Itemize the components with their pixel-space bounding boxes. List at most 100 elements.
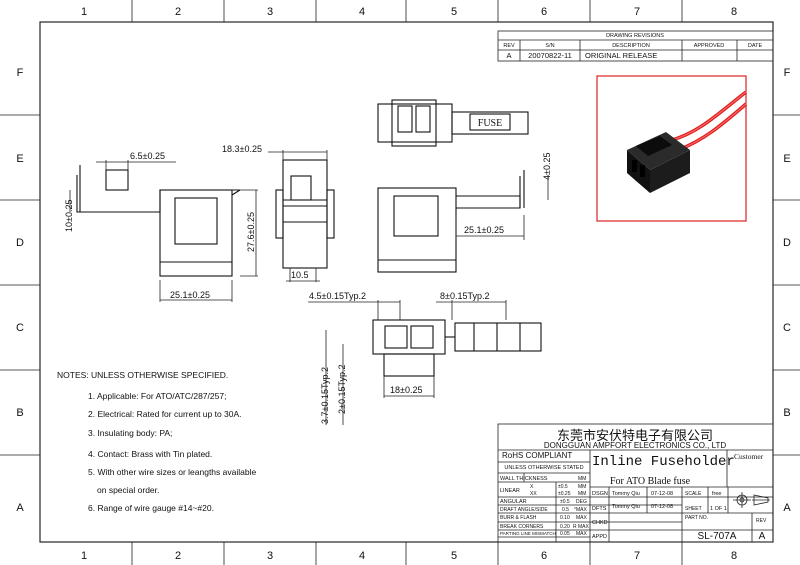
row-label-f-right: F — [784, 67, 791, 79]
dim-10-5: 10.5 — [291, 270, 309, 280]
chkd-label: CHKD — [592, 520, 608, 526]
dim-4: 4±0.25 — [542, 153, 552, 180]
col-label-7: 7 — [634, 6, 640, 18]
sheet-value: 1 OF 1 — [710, 506, 727, 512]
product-subtitle: For ATO Blade fuse — [610, 476, 691, 487]
rev-header: REV — [503, 43, 515, 49]
row-label-b: B — [16, 407, 23, 419]
col-label-8: 8 — [731, 6, 737, 18]
row-label-c: C — [16, 322, 24, 334]
rev-value-title-block: A — [759, 531, 766, 542]
burr-label: BURR & FLASH — [500, 515, 537, 521]
note-5-continued: on special order. — [97, 485, 160, 495]
dim-27-6: 27.6±0.25 — [246, 212, 256, 252]
note-5: 5. With other wire sizes or leangths ava… — [88, 467, 257, 477]
projection-symbol-icon — [733, 492, 770, 508]
appd-label: APPD — [592, 534, 607, 540]
col-label-5: 5 — [451, 6, 457, 18]
col-label-7-bottom: 7 — [634, 550, 640, 562]
burr-max: MAX — [576, 515, 588, 521]
dsgn-date: 07-12-08 — [651, 491, 673, 497]
bottom-view — [372, 319, 542, 377]
rohs-label: RoHS COMPLIANT — [502, 451, 572, 460]
row-label-a: A — [16, 502, 24, 514]
side-view-dims — [268, 150, 328, 282]
col-label-4: 4 — [359, 6, 365, 18]
approved-header: APPROVED — [694, 43, 725, 49]
description-header: DESCRIPTION — [612, 43, 650, 49]
note-3: 3. Insulating body: PA; — [88, 428, 173, 438]
rev-label: REV — [756, 518, 767, 524]
col-label-6-bottom: 6 — [541, 550, 547, 562]
bottom-view-dims — [308, 300, 507, 425]
dim-3-7: 3.7±0.15Typ.2 — [320, 367, 330, 424]
draft-angle-value: 0.5 — [562, 507, 569, 513]
product-photo — [596, 75, 748, 222]
x-label: X — [530, 484, 534, 490]
xx-tolerance: ±0.25 — [558, 491, 571, 497]
dfts-date: 07-12-08 — [651, 504, 673, 510]
scale-value: free — [712, 491, 721, 497]
col-label-5-bottom: 5 — [451, 550, 457, 562]
dfts-label: DFTS — [592, 506, 607, 512]
row-label-d: D — [16, 237, 24, 249]
fuse-label: FUSE — [478, 118, 502, 129]
linear-label: LINEAR — [500, 488, 520, 494]
revision-table: DRAWING REVISIONS REV S/N DESCRIPTION AP… — [497, 30, 774, 62]
note-2: 2. Electrical: Rated for current up to 3… — [88, 409, 242, 419]
dim-4-5: 4.5±0.15Typ.2 — [309, 291, 366, 301]
angular-deg: DEG — [576, 499, 587, 505]
company-name-cn: 东莞市安伏特电子有限公司 — [557, 428, 713, 443]
row-label-f: F — [17, 67, 24, 79]
note-6: 6. Range of wire gauge #14~#20. — [88, 503, 214, 513]
dfts-name: Tommy Qiu — [612, 504, 640, 510]
angular-label: ANGULAR — [500, 499, 527, 505]
x-tolerance: ±0.5 — [558, 484, 568, 490]
side-view — [275, 159, 335, 269]
row-label-b-right: B — [783, 407, 790, 419]
dim-18-3: 18.3±0.25 — [222, 144, 262, 154]
top-view — [377, 99, 529, 147]
row-label-e: E — [16, 153, 23, 165]
product-title: Inline Fuseholder — [592, 454, 735, 470]
xx-label: XX — [530, 491, 537, 497]
burr-value: 0.10 — [560, 515, 570, 521]
date-header: DATE — [748, 43, 763, 49]
dim-2: 2±0.15Typ.2 — [337, 365, 347, 414]
break-corners-max: R MAX — [573, 524, 590, 530]
part-number: SL-707A — [698, 531, 737, 542]
break-corners-label: BREAK CORNERS — [500, 524, 544, 530]
angular-tolerance: ±0.5 — [560, 499, 570, 505]
sn-header: S/N — [545, 43, 554, 49]
dim-8: 8±0.15Typ.2 — [440, 291, 489, 301]
note-1: 1. Applicable: For ATO/ATC/287/257; — [88, 391, 227, 401]
col-label-3-bottom: 3 — [267, 550, 273, 562]
sn-value: 20070822-11 — [528, 51, 572, 60]
dim-6-5: 6.5±0.25 — [130, 151, 165, 161]
customer-label: Customer — [734, 452, 764, 461]
draft-angle-max: °MAX — [574, 507, 587, 513]
scale-label: SCALE — [685, 491, 702, 497]
dsgn-name: Tommy Qiu — [612, 491, 640, 497]
row-label-e-right: E — [783, 153, 790, 165]
title-block — [497, 423, 774, 543]
col-label-8-bottom: 8 — [731, 550, 737, 562]
dim-25-1-b: 25.1±0.25 — [464, 225, 504, 235]
rev-value: A — [506, 51, 511, 60]
notes-header: NOTES: UNLESS OTHERWISE SPECIFIED. — [57, 370, 229, 380]
parting-line-value: 0.05 — [560, 531, 570, 537]
tolerance-header: UNLESS OTHERWISE STATED — [504, 465, 583, 471]
parting-line-label: PARTING LINE MISMATCH — [500, 531, 556, 536]
col-label-3: 3 — [267, 6, 273, 18]
col-label-2-bottom: 2 — [175, 550, 181, 562]
col-label-4-bottom: 4 — [359, 550, 365, 562]
xx-mm: MM — [578, 491, 586, 497]
row-label-a-right: A — [783, 502, 791, 514]
col-label-1-bottom: 1 — [81, 550, 87, 562]
row-label-c-right: C — [783, 322, 791, 334]
col-label-1: 1 — [81, 6, 87, 18]
drawing-border — [39, 21, 774, 543]
draft-angle-label: DRAFT ANGLE/SIDE — [500, 507, 548, 513]
